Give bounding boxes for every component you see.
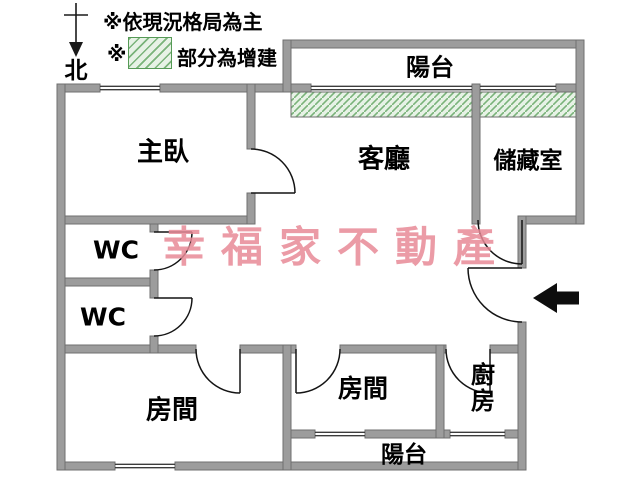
wall [517, 321, 527, 471]
wall [246, 83, 256, 150]
wall [149, 335, 159, 354]
entrance-arrow-icon [533, 283, 579, 313]
room-label-room-center: 房間 [337, 374, 389, 403]
north-label: 北 [64, 58, 88, 84]
wall [521, 215, 585, 225]
door-arc [153, 231, 193, 271]
room-label-balcony-top: 陽台 [406, 53, 454, 82]
legend-note-primary: ※依現況格局為主 [103, 10, 263, 34]
room-label-kitchen: 廚房 [466, 362, 495, 414]
door-arc [250, 148, 296, 194]
room-label-room-left: 房間 [145, 395, 199, 426]
wall [282, 344, 292, 471]
legend-addition-prefix: ※ [107, 42, 127, 66]
wall [339, 344, 447, 354]
wall [575, 39, 585, 225]
north-arrow-icon [64, 3, 88, 57]
wall [364, 429, 451, 439]
room-label-master-bedroom: 主臥 [136, 137, 190, 168]
door-arc [477, 219, 523, 265]
door-arc [445, 348, 491, 394]
addition-hatch-areas [290, 91, 577, 118]
windows-layer [100, 85, 556, 469]
wall [290, 83, 312, 93]
wall [56, 344, 197, 354]
room-label-wc-upper: WC [93, 235, 139, 265]
wall [159, 83, 292, 93]
room-label-storage-room: 儲藏室 [493, 148, 563, 174]
wall [282, 39, 292, 93]
door-arc [153, 297, 193, 337]
door-arc [195, 348, 241, 394]
room-label-wc-lower: WC [80, 302, 126, 332]
wall [149, 269, 159, 299]
wall [56, 83, 66, 471]
door-arcs-layer [153, 148, 523, 394]
wall [56, 277, 159, 287]
addition-hatch-swatch [128, 37, 172, 69]
watermark: 幸福家不動產 [162, 222, 512, 272]
wall [471, 83, 481, 225]
addition-area-storage [479, 91, 577, 118]
room-label-living-room: 客廳 [357, 144, 411, 175]
addition-area-living [290, 91, 473, 118]
wall [56, 461, 116, 471]
wall [149, 223, 159, 233]
room-label-balcony-bottom: 陽台 [381, 442, 427, 468]
legend-addition-label: 部分為增建 [177, 46, 277, 70]
wall [174, 461, 527, 471]
door-arc [467, 267, 523, 323]
wall [435, 344, 445, 439]
door-arc [295, 348, 341, 394]
